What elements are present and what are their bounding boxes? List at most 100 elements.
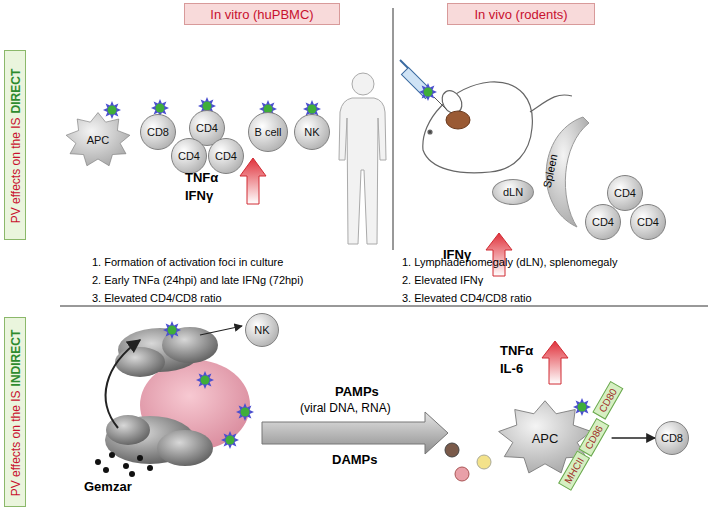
- activation-arrow: [200, 326, 242, 335]
- cell-circle: CD4: [585, 204, 621, 240]
- separator: [393, 8, 394, 250]
- virus-core: [168, 326, 177, 335]
- note-text: 2. Early TNFa (24hpi) and late IFNg (72h…: [92, 274, 303, 286]
- virus-core: [226, 436, 235, 445]
- connector-arrow: [612, 437, 655, 438]
- virus-capsid: [163, 321, 181, 339]
- cycle-arrow: [106, 340, 140, 428]
- virus-particle: [163, 321, 181, 339]
- cell-label: CD4: [178, 150, 200, 162]
- virus-capsid: [196, 371, 214, 389]
- virus-particle: [196, 371, 214, 389]
- virus-capsid: [419, 83, 437, 101]
- cell-circle: B cell: [248, 112, 288, 152]
- cytokine-label: IL-6: [500, 361, 523, 376]
- note-text: 1. Formation of activation foci in cultu…: [92, 256, 283, 268]
- side-label: PV effects on the IS: [9, 117, 23, 223]
- note-text: 2. Elevated IFNγ: [402, 274, 483, 286]
- cell-circle: CD4: [208, 138, 244, 174]
- side-label: PV effects on the IS: [9, 390, 23, 496]
- cell-circle: CD8: [140, 114, 176, 150]
- cell-label: dLN: [503, 186, 523, 198]
- human-silhouette: [339, 73, 386, 244]
- release-arrow: [262, 412, 448, 454]
- virus-particle: [236, 403, 254, 421]
- virus-core: [308, 105, 317, 114]
- cell-circle: NK: [245, 313, 279, 347]
- side-label-kind: DIRECT: [9, 69, 23, 114]
- virus-core: [156, 104, 165, 113]
- cell-label: CD4: [215, 150, 237, 162]
- drug-dot: [147, 465, 153, 471]
- virus-core: [578, 403, 587, 412]
- marker-tag: CD80: [593, 381, 624, 419]
- virus-particle: [573, 398, 591, 416]
- cell-circle: CD8: [655, 421, 689, 455]
- increase-arrow: [486, 233, 512, 276]
- molecule: [477, 455, 491, 469]
- cytokine-label: IFNγ: [185, 188, 213, 203]
- note-text: 3. Elevated CD4/CD8 ratio: [92, 292, 222, 304]
- cell-label: CD8: [147, 126, 169, 138]
- cell-label: NK: [254, 324, 269, 336]
- cell-label: CD4: [637, 216, 659, 228]
- molecule: [455, 467, 469, 481]
- cytokine-label: DAMPs: [332, 452, 378, 467]
- spleen-shape: Spleen: [539, 115, 591, 229]
- virus-capsid: [236, 403, 254, 421]
- virus-particle: [221, 431, 239, 449]
- rotated-text-line: PV effects on the IS DIRECT: [5, 51, 27, 241]
- virus-core: [108, 106, 117, 115]
- panel-heading: In vitro (huPBMC): [210, 7, 313, 22]
- cell-circle: CD4: [171, 138, 207, 174]
- cell-label: B cell: [255, 126, 282, 138]
- note-text: (viral DNA, RNA): [300, 401, 391, 415]
- drug-dot: [123, 463, 129, 469]
- drug-dot: [103, 467, 109, 473]
- cell-circle: CD4: [630, 204, 666, 240]
- increase-arrow: [240, 158, 266, 204]
- drug-dots: [95, 452, 153, 477]
- drug-dot: [95, 459, 101, 465]
- apc-star: APC: [65, 112, 131, 168]
- cell-label: CD4: [614, 187, 636, 199]
- cell-label: CD80: [597, 386, 619, 414]
- molecule: [445, 443, 459, 457]
- drug-dot: [109, 452, 115, 458]
- virus-core: [241, 408, 250, 417]
- lymph-node: dLN: [492, 179, 534, 205]
- cytokine-label: PAMPs: [335, 384, 379, 399]
- virus-particle: [419, 83, 437, 101]
- cell-circle: NK: [294, 114, 330, 150]
- syringe: [400, 60, 447, 110]
- cell-label: APC: [87, 134, 110, 146]
- separator: [60, 306, 708, 307]
- apc-star-shape: [66, 113, 130, 166]
- virus-capsid: [573, 398, 591, 416]
- cell-label: CD4: [592, 216, 614, 228]
- drug-dot: [137, 455, 143, 461]
- tumor: [446, 111, 470, 129]
- virus-capsid: [221, 431, 239, 449]
- virus-core: [424, 88, 433, 97]
- virus-particle: [103, 101, 121, 119]
- virus-capsid: [103, 101, 121, 119]
- side-label-box: PV effects on the IS DIRECT: [4, 50, 26, 240]
- side-label-box: PV effects on the IS INDIRECT: [4, 317, 26, 507]
- cell-label: CD4: [196, 122, 218, 134]
- note-text: 3. Elevated CD4/CD8 ratio: [402, 292, 532, 304]
- tumor-mass: [105, 327, 250, 466]
- cell-label: NK: [304, 126, 319, 138]
- drug-dot: [129, 471, 135, 477]
- cell-circle: CD4: [607, 175, 643, 211]
- side-label-kind: INDIRECT: [9, 330, 23, 387]
- cytokine-label: TNFα: [500, 343, 533, 358]
- virus-core: [201, 376, 210, 385]
- panel-heading: In vivo (rodents): [474, 7, 567, 22]
- increase-arrow: [542, 341, 568, 384]
- cell-label: CD86: [583, 423, 605, 451]
- header-box: In vitro (huPBMC): [184, 3, 340, 25]
- cytokine-label: TNFα: [185, 170, 218, 185]
